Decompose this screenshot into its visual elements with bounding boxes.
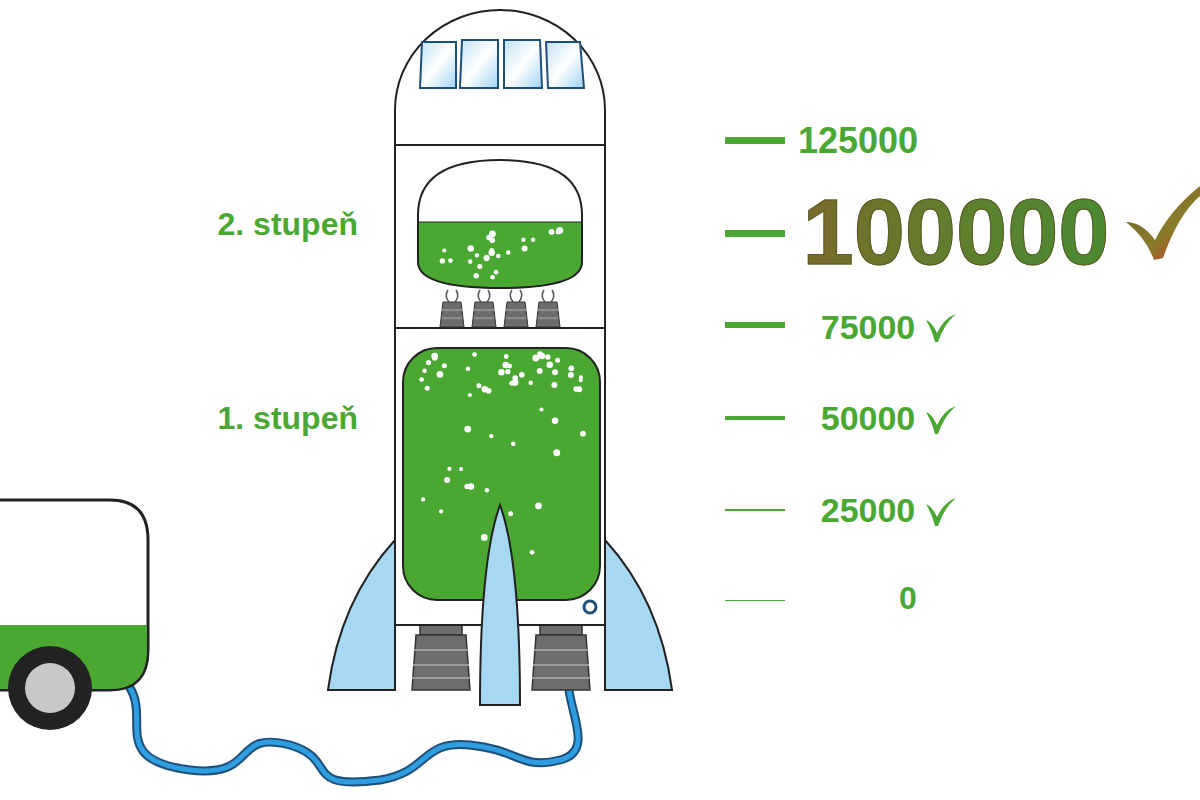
stage-label: 1. stupeň (218, 402, 358, 434)
upper-tank (410, 160, 590, 292)
left-fin (328, 540, 395, 690)
altitude-value: 125000 (798, 123, 918, 159)
altitude-value: 50000 (821, 401, 916, 435)
tanker-truck (0, 500, 148, 730)
right-fin (605, 540, 672, 690)
hose-connector (584, 601, 596, 613)
altitude-value: 75000 (821, 310, 916, 344)
altitude-scale (725, 137, 785, 601)
big-checkmark (1126, 186, 1200, 260)
cockpit-windows (420, 40, 584, 88)
altitude-value: 0 (899, 582, 917, 614)
upper-engines (440, 290, 560, 327)
stage-label: 2. stupeň (218, 208, 358, 240)
center-fin (480, 505, 520, 705)
checkmarks (926, 314, 956, 526)
altitude-value: 25000 (821, 493, 916, 527)
altitude-value-highlight: 100000 (803, 186, 1110, 278)
